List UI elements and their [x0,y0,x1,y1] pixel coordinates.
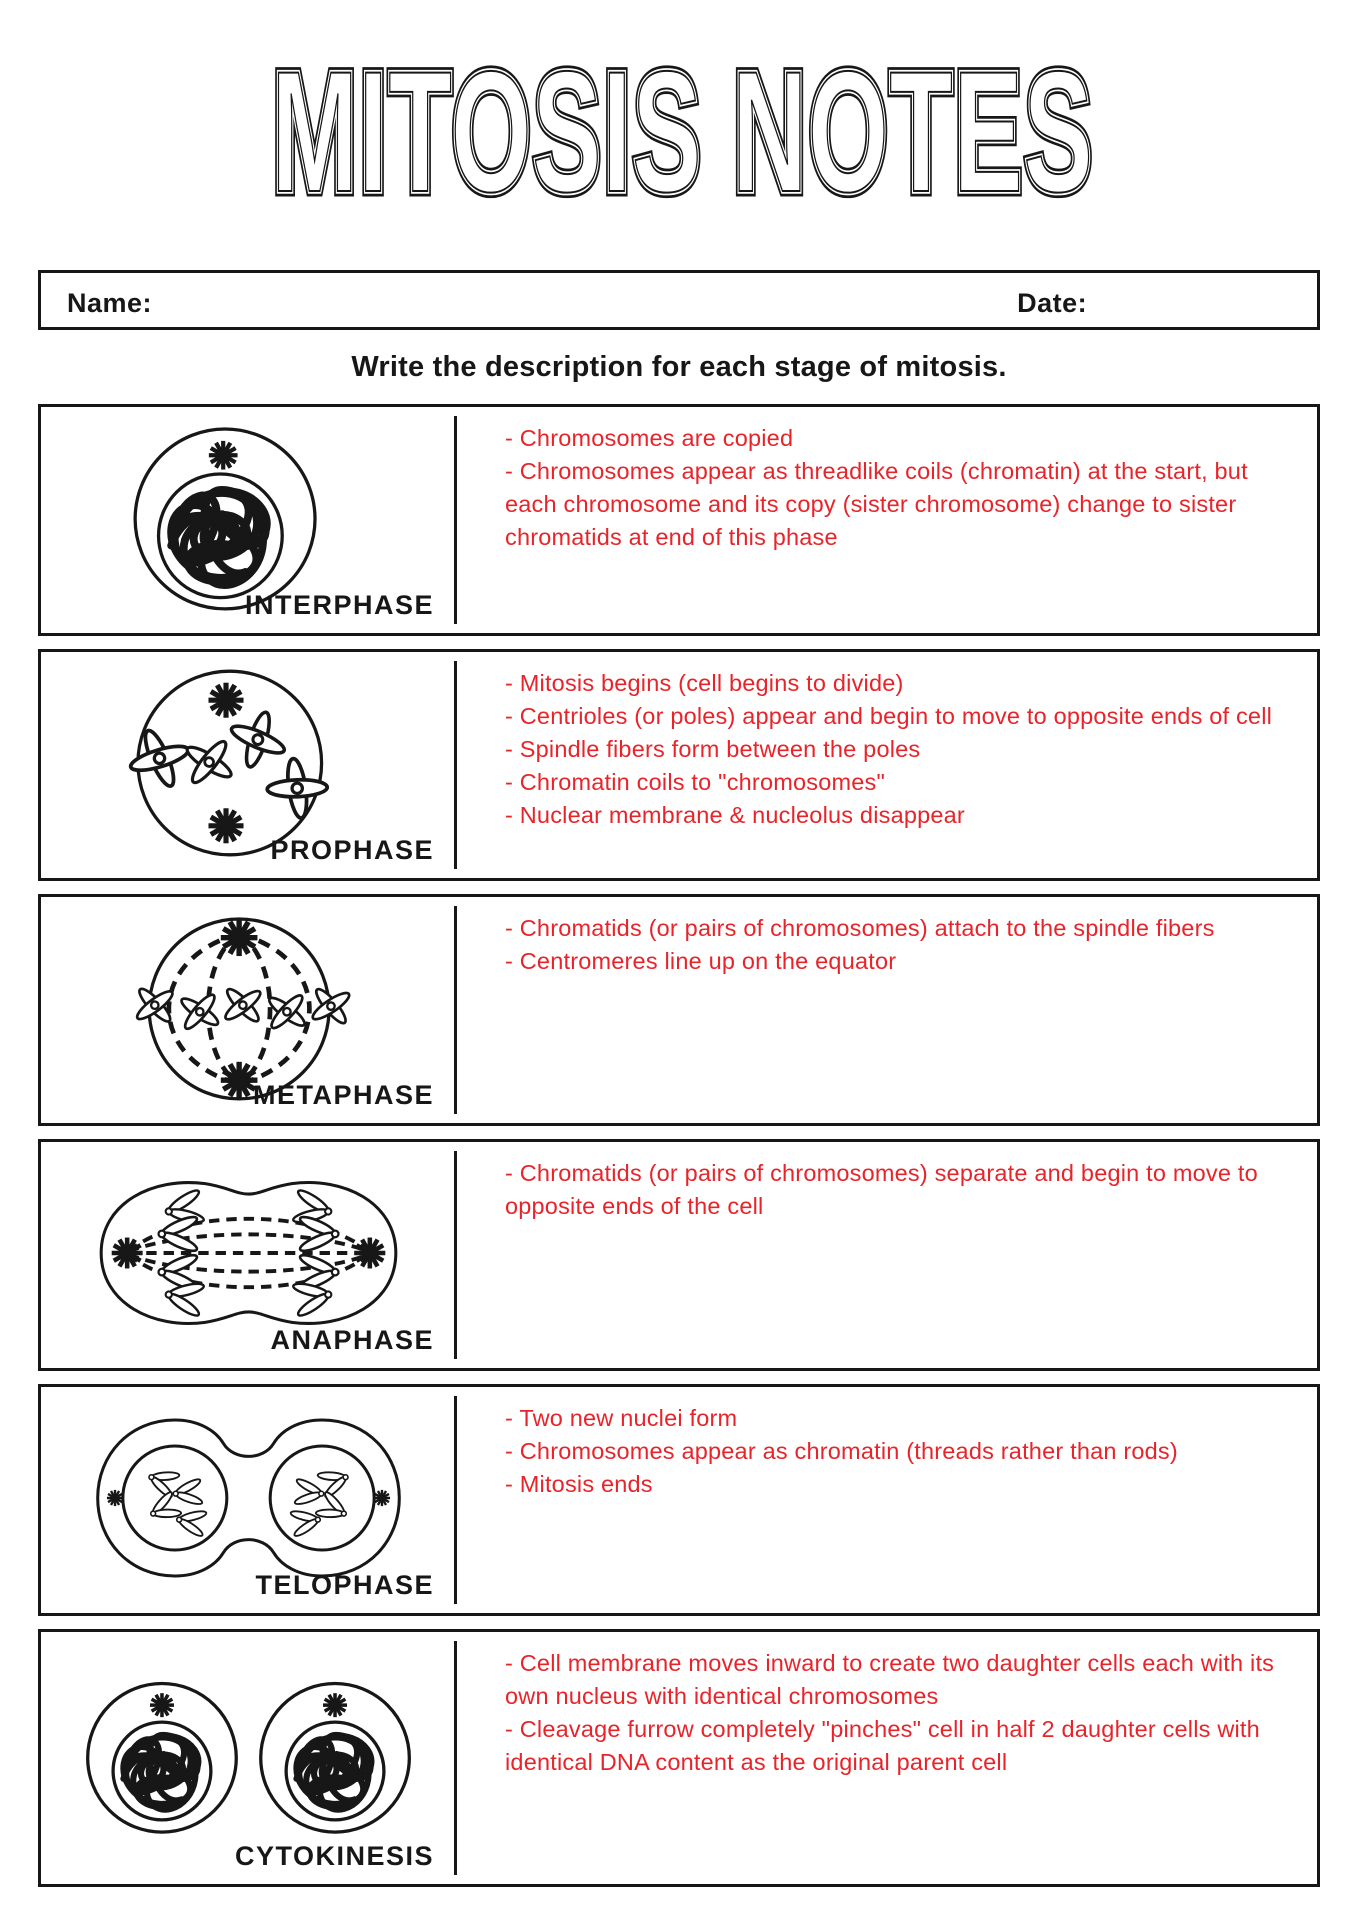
stage-note: - Mitosis begins (cell begins to divide) [505,670,904,696]
stage-rows: INTERPHASE - Chromosomes are copied - Ch… [38,404,1320,1887]
prophase-cell-illustration [121,669,338,857]
stage-row-metaphase: METAPHASE - Chromatids (or pairs of chro… [38,894,1320,1126]
cytokinesis-cells-illustration [86,1681,411,1834]
stage-row-anaphase: ANAPHASE - Chromatids (or pairs of chrom… [38,1139,1320,1371]
interphase-cell-illustration [133,427,317,611]
row-divider [454,1641,457,1875]
stage-note: - Two new nuclei form [505,1405,738,1431]
stage-label: CYTOKINESIS [234,1841,434,1871]
row-divider [454,906,457,1114]
page-title: MITOSIS NOTES MITOSIS NOTES MITOSIS NOTE… [0,36,1358,228]
stage-note: - Cell membrane moves inward to create t… [505,1650,1275,1709]
stage-row-interphase: INTERPHASE - Chromosomes are copied - Ch… [38,404,1320,636]
stage-note: - Chromatin coils to "chromosomes" [505,769,886,795]
stage-label: INTERPHASE [244,590,434,620]
stage-label: PROPHASE [270,835,434,865]
row-divider [454,1151,457,1359]
spindle-fibers [127,1216,370,1290]
instruction-text: Write the description for each stage of … [351,351,1007,383]
row-divider [454,661,457,869]
cytokinesis-notes-area: - Cell membrane moves inward to create t… [457,1632,1317,1884]
telophase-notes-area: - Two new nuclei form - Chromosomes appe… [457,1387,1317,1613]
stage-note: - Chromatids (or pairs of chromosomes) a… [505,915,1215,941]
stage-label: TELOPHASE [255,1570,434,1600]
stage-note: - Cleavage furrow completely "pinches" c… [505,1716,1260,1775]
stage-note: - Centromeres line up on the equator [505,948,897,974]
stage-row-telophase: TELOPHASE - Two new nuclei form - Chromo… [38,1384,1320,1616]
name-date-bar: Name: Date: [38,270,1320,330]
stage-note: - Chromatids (or pairs of chromosomes) s… [505,1160,1258,1219]
stage-row-prophase: PROPHASE - Mitosis begins (cell begins t… [38,649,1320,881]
metaphase-notes-area: - Chromatids (or pairs of chromosomes) a… [457,897,1317,1123]
stage-note: - Chromosomes are copied [505,425,794,451]
name-input-area[interactable] [166,277,985,323]
row-divider [454,1396,457,1604]
stage-label: METAPHASE [252,1080,434,1110]
stage-note: - Nuclear membrane & nucleolus disappear [505,802,965,828]
stage-note: - Mitosis ends [505,1471,653,1497]
anaphase-notes-area: - Chromatids (or pairs of chromosomes) s… [457,1142,1317,1368]
prophase-figure-cell: PROPHASE [41,652,456,878]
stage-note: - Spindle fibers form between the poles [505,736,921,762]
metaphase-figure-cell: METAPHASE [41,897,456,1123]
interphase-figure-cell: INTERPHASE [41,407,456,633]
stage-note: - Chromosomes appear as threadlike coils… [505,458,1248,550]
stage-note: - Centrioles (or poles) appear and begin… [505,703,1273,729]
stage-row-cytokinesis: CYTOKINESIS - Cell membrane moves inward… [38,1629,1320,1887]
anaphase-figure-cell: ANAPHASE [41,1142,456,1368]
date-input-area[interactable] [1113,277,1309,323]
date-label: Date: [1017,288,1088,318]
stage-note: - Chromosomes appear as chromatin (threa… [505,1438,1178,1464]
name-label: Name: [67,288,153,318]
page-title-gap: MITOSIS NOTES [270,36,1094,228]
prophase-notes-area: - Mitosis begins (cell begins to divide)… [457,652,1317,878]
metaphase-cell-illustration [131,904,355,1112]
telophase-figure-cell: TELOPHASE [41,1387,456,1613]
stage-label: ANAPHASE [270,1325,434,1355]
page-title-outline: MITOSIS NOTES [268,36,1096,228]
anaphase-cell-illustration [99,1181,398,1325]
telophase-cell-illustration [96,1418,401,1578]
cytokinesis-figure-cell: CYTOKINESIS [41,1632,456,1884]
interphase-notes-area: - Chromosomes are copied - Chromosomes a… [457,407,1317,633]
page-title-face: MITOSIS NOTES [271,36,1094,228]
row-divider [454,416,457,624]
